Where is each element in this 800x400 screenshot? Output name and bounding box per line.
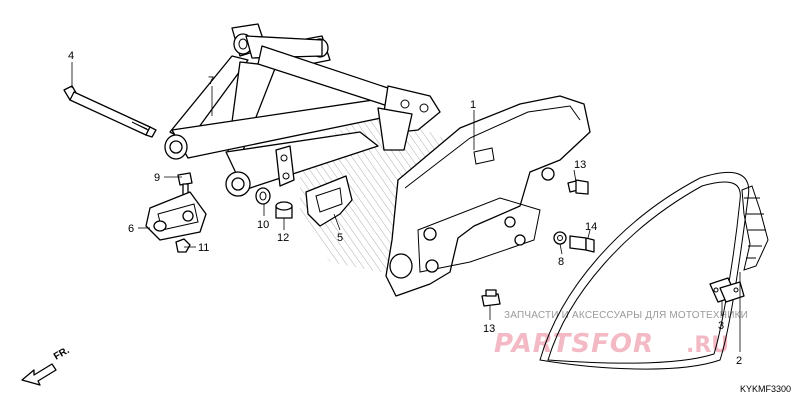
callout-5: 5 <box>337 232 343 244</box>
chain-case <box>385 95 591 297</box>
callout-1: 1 <box>470 99 476 111</box>
callout-14: 14 <box>585 221 597 233</box>
bracket-5 <box>305 175 353 227</box>
master-link <box>709 277 745 303</box>
bolt-9 <box>177 172 193 197</box>
callout-10: 10 <box>257 219 269 231</box>
watermark-domain: .RU <box>686 333 729 358</box>
nut-11 <box>175 238 191 253</box>
callout-4: 4 <box>68 50 74 62</box>
callout-6: 6 <box>128 223 134 235</box>
washer-8 <box>553 231 567 245</box>
front-direction-arrow: FR. <box>21 345 72 386</box>
callout-13-lower: 13 <box>483 323 495 335</box>
drive-chain <box>539 172 769 370</box>
callout-12: 12 <box>277 232 289 244</box>
callout-9: 9 <box>154 172 160 184</box>
bolt-13-upper <box>567 179 589 195</box>
bolt-13-lower <box>481 289 501 307</box>
callout-11: 11 <box>198 242 209 254</box>
callout-7: 7 <box>208 75 214 87</box>
chain-guide-block <box>145 191 207 241</box>
direction-label: FR. <box>52 345 72 363</box>
callout-2: 2 <box>736 355 742 367</box>
callouts: 4 7 1 9 6 11 10 12 5 13 14 8 13 3 2 <box>68 50 742 367</box>
washer-10 <box>255 187 271 205</box>
callout-8: 8 <box>558 256 564 268</box>
diagram-code: KYKMF3300 <box>740 384 791 394</box>
callout-13-upper: 13 <box>574 159 586 171</box>
callout-3: 3 <box>718 320 724 332</box>
collar-12 <box>275 201 293 219</box>
swingarm <box>164 23 441 197</box>
watermark-brand: PARTSFOR <box>494 329 654 359</box>
watermark-tagline: ЗАПЧАСТИ И АКСЕССУАРЫ ДЛЯ МОТОТЕХНИКИ <box>504 310 748 321</box>
leader-lines <box>71 62 741 352</box>
watermark: ЗАПЧАСТИ И АКСЕССУАРЫ ДЛЯ МОТОТЕХНИКИ PA… <box>494 310 748 359</box>
bolt-14 <box>569 235 595 253</box>
arrow-icon <box>21 363 57 386</box>
pivot-bolt <box>63 85 157 138</box>
